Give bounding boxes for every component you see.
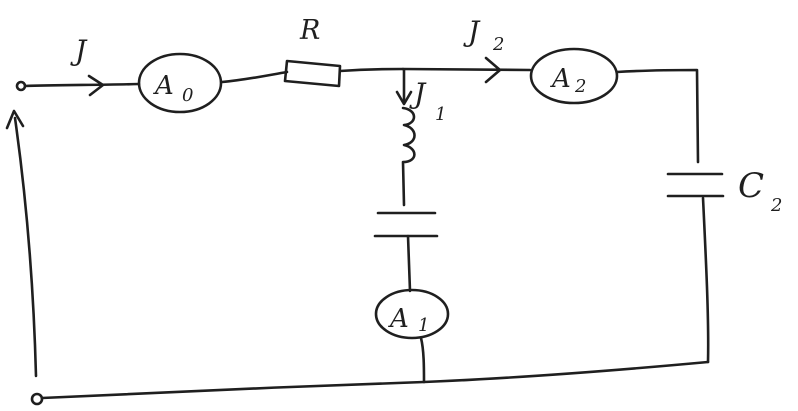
ammeter-a1: A 1 bbox=[374, 288, 450, 340]
svg-text:R: R bbox=[299, 15, 320, 46]
top-wire-left bbox=[23, 82, 141, 88]
wire-junction-a2 bbox=[401, 67, 532, 72]
svg-text:A: A bbox=[153, 71, 174, 101]
branch2-current-arrow bbox=[484, 56, 502, 84]
input-current-arrow bbox=[87, 74, 105, 97]
branch1-current-arrow bbox=[395, 90, 413, 106]
branch2-current-label: J 2 bbox=[463, 15, 504, 55]
svg-text:2: 2 bbox=[574, 76, 586, 97]
bottom-terminal bbox=[30, 392, 44, 406]
svg-text:1: 1 bbox=[435, 104, 446, 125]
svg-text:A: A bbox=[550, 64, 571, 94]
wire-a0-resistor bbox=[220, 70, 289, 84]
voltage-arrow-head bbox=[5, 109, 25, 130]
wire-a2-right bbox=[615, 68, 700, 164]
middle-capacitor bbox=[373, 211, 439, 238]
wire-c2-down bbox=[701, 196, 710, 364]
svg-text:A: A bbox=[388, 304, 409, 334]
wire-resistor-junction bbox=[338, 67, 405, 73]
resistor-r: R bbox=[283, 15, 342, 88]
svg-text:2: 2 bbox=[770, 195, 782, 216]
svg-text:1: 1 bbox=[418, 315, 429, 336]
voltage-arrow-line bbox=[13, 116, 38, 378]
svg-text:0: 0 bbox=[182, 85, 193, 106]
wire-middle-capacitor-a1 bbox=[406, 234, 412, 293]
ammeter-a0: A 0 bbox=[137, 52, 223, 114]
svg-text:2: 2 bbox=[492, 34, 504, 55]
branch1-current-label: J 1 bbox=[409, 77, 446, 125]
wire-a1-bottom bbox=[419, 336, 426, 384]
input-current-label: J bbox=[70, 34, 88, 67]
svg-text:J: J bbox=[463, 15, 481, 48]
bottom-return-wire bbox=[40, 360, 710, 400]
svg-text:C: C bbox=[738, 166, 764, 206]
capacitor-c2: C 2 bbox=[666, 166, 782, 216]
ammeter-a2: A 2 bbox=[529, 47, 619, 105]
svg-text:J: J bbox=[409, 77, 427, 110]
inductor bbox=[401, 106, 416, 207]
